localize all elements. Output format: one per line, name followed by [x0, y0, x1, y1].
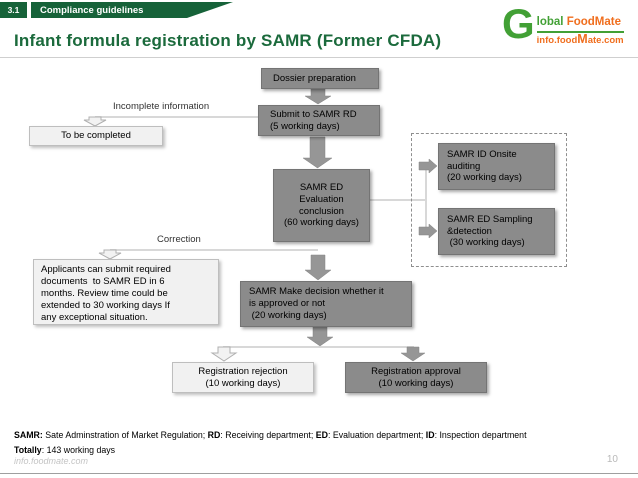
watermark-url: info.foodmate.com	[14, 456, 89, 466]
footnote-samr-def: Sate Adminstration of Market Regulation;	[42, 430, 208, 440]
arrow-to-be-completed	[83, 116, 107, 127]
logo-url-pre: info.food	[536, 35, 578, 46]
audit-group-outline	[411, 133, 567, 267]
logo-name-global: lobal	[536, 16, 567, 28]
total-days-footnote: Totally: 143 working days	[14, 445, 115, 455]
arrow-to-approval	[400, 346, 426, 362]
applicants-note-box: Applicants can submit required documents…	[33, 259, 219, 325]
samr-ed-sampling-box: SAMR ED Sampling &detection (30 working …	[438, 208, 555, 255]
registration-rejection-box: Registration rejection (10 working days)	[172, 362, 314, 393]
samr-ed-evaluation-box: SAMR ED Evaluation conclusion (60 workin…	[273, 169, 370, 242]
page-number: 10	[606, 454, 618, 465]
abbreviation-footnote: SAMR: Sate Adminstration of Market Regul…	[14, 430, 527, 440]
arrow-evaluation-to-decision	[304, 254, 332, 281]
correction-label: Correction	[157, 234, 201, 245]
incomplete-information-label: Incomplete information	[113, 101, 210, 112]
footnote-id-def: : Inspection department	[434, 430, 527, 440]
samr-id-onsite-auditing-box: SAMR ID Onsite auditing (20 working days…	[438, 143, 555, 190]
footnote-rd-def: : Receiving department;	[220, 430, 316, 440]
page-title: Infant formula registration by SAMR (For…	[14, 31, 442, 50]
arrow-decision-to-branch	[306, 326, 334, 347]
arrow-dossier-to-submit	[304, 88, 332, 105]
arrow-submit-to-evaluation	[302, 136, 333, 169]
logo-url: info.foodMate.com	[536, 31, 624, 46]
section-title-bar: Compliance guidelines	[31, 2, 233, 18]
footnote-ed: ED	[315, 430, 328, 440]
footnote-totally: Totally	[14, 445, 42, 455]
footnote-id: ID	[425, 430, 435, 440]
dossier-preparation-box: Dossier preparation	[261, 68, 379, 89]
footnote-rd: RD	[207, 430, 221, 440]
logo-g-glyph: G	[502, 0, 535, 47]
to-be-completed-box: To be completed	[29, 126, 163, 146]
footnote-totally-value: : 143 working days	[41, 445, 116, 455]
logo-url-post: ate.com	[587, 35, 624, 46]
submit-samr-rd-box: Submit to SAMR RD (5 working days)	[258, 105, 380, 136]
arrow-to-rejection	[210, 346, 238, 362]
registration-approval-box: Registration approval (10 working days)	[345, 362, 487, 393]
global-foodmate-logo: G lobal FoodMate info.foodMate.com	[502, 0, 624, 47]
header-divider	[0, 57, 638, 58]
logo-text: lobal FoodMate info.foodMate.com	[536, 12, 624, 46]
footnote-ed-def: : Evaluation department;	[327, 430, 426, 440]
logo-name: lobal FoodMate	[537, 16, 621, 28]
arrow-to-applicants-note	[98, 249, 122, 260]
logo-name-foodmate: FoodMate	[566, 16, 622, 28]
section-number: 3.1	[0, 2, 27, 18]
slide-bottom-edge	[0, 473, 638, 474]
logo-url-m: M	[577, 32, 588, 46]
footnote-samr: SAMR:	[14, 430, 43, 440]
samr-decision-box: SAMR Make decision whether it is approve…	[240, 281, 412, 327]
